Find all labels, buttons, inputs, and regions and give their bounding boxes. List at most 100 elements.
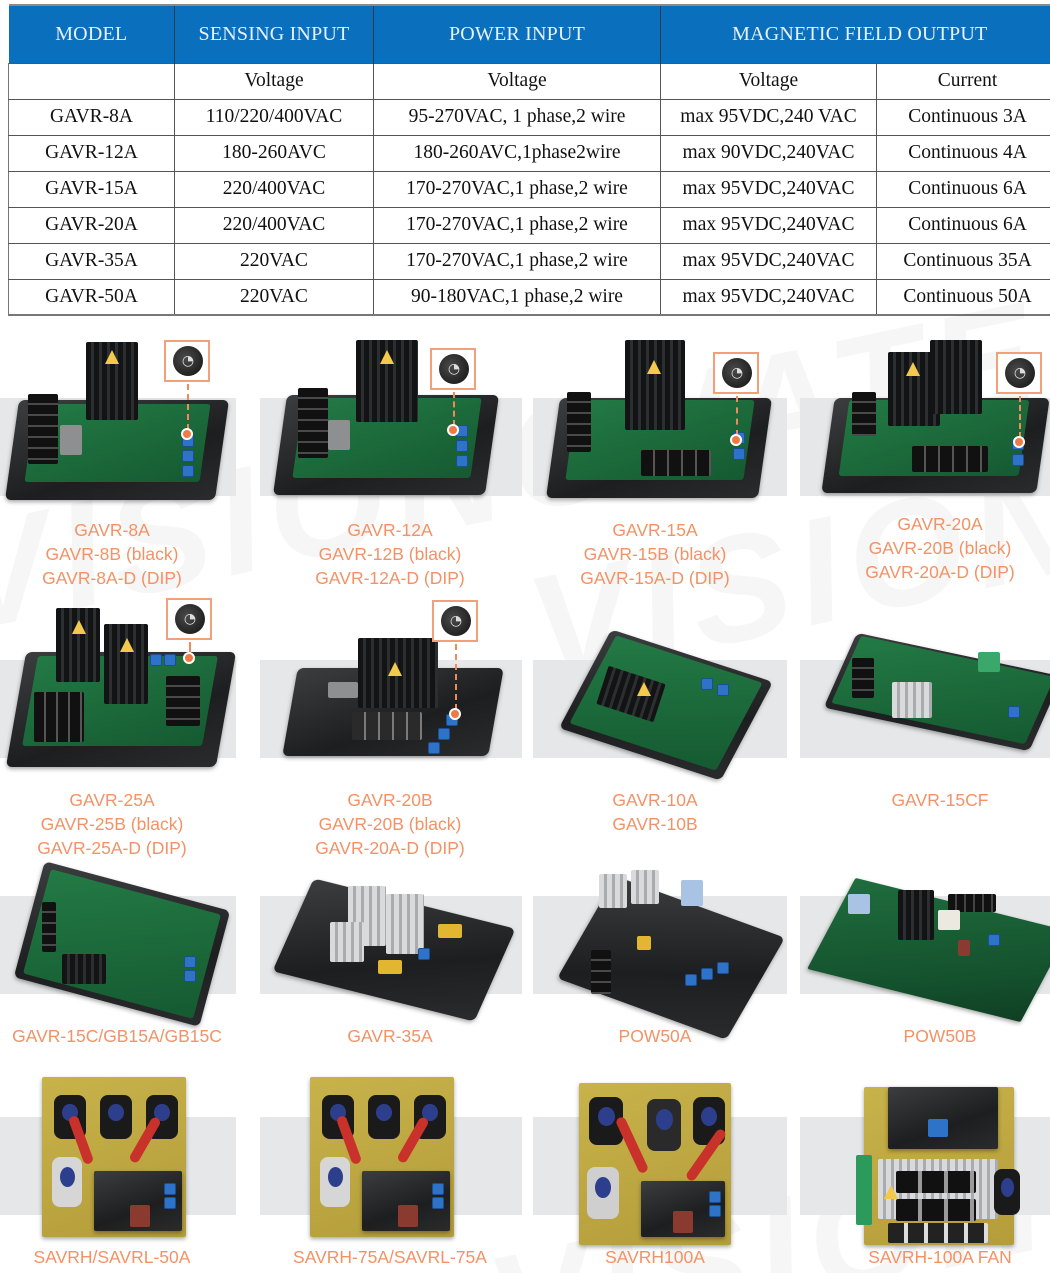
model-name: GAVR-15C/GB15A/GB15C (12, 1026, 222, 1046)
heatsink (599, 874, 627, 908)
model-variant: GAVR-25B (black) (40, 814, 184, 834)
rectifier (647, 1099, 681, 1151)
product-photo (541, 340, 773, 505)
potentiometer (733, 448, 745, 460)
cell-sensing-voltage: 220/400VAC (174, 170, 374, 208)
cell-power-voltage: 170-270VAC,1 phase,2 wire (373, 206, 661, 244)
cooling-fan (994, 1169, 1020, 1215)
transformer (928, 1119, 948, 1137)
terminal-block (166, 676, 200, 726)
potentiometer (709, 1191, 721, 1203)
product-label: GAVR-12A GAVR-12B (black) GAVR-12A-D (DI… (270, 518, 510, 590)
heatsink (930, 340, 982, 414)
cell-model: GAVR-8A (8, 98, 175, 136)
cell-sensing-voltage: 220VAC (174, 278, 374, 316)
terminal-strip (888, 1223, 988, 1243)
cell-sensing-voltage: 180-260AVC (174, 134, 374, 172)
heatsink (898, 890, 934, 940)
product-photo (541, 602, 774, 781)
cell-output-current: Continuous 3A (875, 98, 1050, 136)
capacitor (60, 425, 82, 455)
callout-line (453, 392, 455, 426)
subheader-sensing-voltage: Voltage (174, 62, 374, 100)
product-label: SAVRH-100A FAN (820, 1245, 1050, 1269)
heatsink (386, 894, 424, 954)
resistor (856, 1155, 872, 1225)
model-variant: GAVR-12B (black) (318, 544, 462, 564)
product-photo (541, 870, 786, 1040)
terminal-block (852, 658, 874, 698)
cell-output-current: Continuous 50A (875, 278, 1050, 316)
terminal-block (896, 1199, 976, 1221)
cell-output-voltage: max 95VDC,240VAC (660, 170, 877, 208)
table-row: GAVR-8A 110/220/400VAC 95-270VAC, 1 phas… (8, 98, 1050, 136)
terminal-block (948, 894, 996, 912)
cell-model: GAVR-35A (8, 242, 175, 280)
product-label: GAVR-15A GAVR-15B (black) GAVR-15A-D (DI… (535, 518, 775, 590)
model-variant: GAVR-8B (black) (45, 544, 179, 564)
cell-output-current: Continuous 6A (875, 206, 1050, 244)
potentiometer (685, 974, 697, 986)
relay (681, 880, 703, 906)
terminal-block (591, 950, 611, 994)
product-card: GAVR-10A GAVR-10B (533, 592, 795, 847)
potentiometer (428, 742, 440, 754)
cell-power-voltage: 90-180VAC,1 phase,2 wire (373, 278, 661, 316)
potentiometer (432, 1183, 444, 1195)
product-label: SAVRH/SAVRL-50A (0, 1245, 232, 1269)
model-name: GAVR-15A (612, 520, 698, 540)
adjust-knob-callout: ◔ (713, 352, 759, 394)
product-label: GAVR-15CF (820, 788, 1050, 812)
cell-power-voltage: 180-260AVC,1phase2wire (373, 134, 661, 172)
knob-icon: ◔ (722, 358, 752, 388)
potentiometer (701, 968, 713, 980)
model-variant: GAVR-15B (black) (583, 544, 727, 564)
cell-model: GAVR-50A (8, 278, 175, 316)
product-card: ◔ GAVR-15A GAVR-15B (black) GAVR-15A-D (… (533, 330, 795, 588)
knob-icon: ◔ (173, 346, 203, 376)
callout-dot (1013, 436, 1025, 448)
potentiometer (182, 450, 194, 462)
model-name: GAVR-25A (69, 790, 155, 810)
product-label: GAVR-25A GAVR-25B (black) GAVR-25A-D (DI… (0, 788, 232, 860)
capacitor (673, 1211, 693, 1233)
product-card: POW50B (800, 860, 1050, 1115)
product-label: GAVR-20B GAVR-20B (black) GAVR-20A-D (DI… (270, 788, 510, 860)
potentiometer (1008, 706, 1020, 718)
terminal-block (42, 902, 56, 952)
product-card: ◔ GAVR-8A GAVR-8B (black) GAVR-8A-D (DIP… (0, 330, 254, 588)
callout-dot (447, 424, 459, 436)
model-name: SAVRH-75A/SAVRL-75A (293, 1247, 487, 1267)
potentiometer (456, 455, 468, 467)
knob-icon: ◔ (175, 604, 205, 634)
capacitor (378, 960, 402, 974)
heatsink (892, 682, 932, 718)
product-card: GAVR-15C/GB15A/GB15C (0, 860, 254, 1115)
table-header-row: MODEL SENSING INPUT POWER INPUT MAGNETIC… (8, 4, 1050, 63)
model-name: SAVRH100A (605, 1247, 705, 1267)
header-magnetic-field-output: MAGNETIC FIELD OUTPUT (660, 4, 1050, 63)
rectifier (52, 1157, 82, 1207)
adjust-knob-callout: ◔ (166, 598, 212, 640)
terminal-block (852, 392, 876, 436)
callout-line (189, 642, 191, 654)
product-label: SAVRH-75A/SAVRL-75A (270, 1245, 510, 1269)
subheader-power-voltage: Voltage (373, 62, 661, 100)
potentiometer (1012, 454, 1024, 466)
heatsink (104, 624, 148, 704)
model-name: POW50B (903, 1026, 977, 1046)
table-row: GAVR-15A 220/400VAC 170-270VAC,1 phase,2… (8, 170, 1050, 208)
model-variant: GAVR-12A-D (DIP) (315, 568, 465, 588)
potentiometer (182, 465, 194, 477)
product-photo (0, 1075, 220, 1240)
potentiometer (438, 728, 450, 740)
model-name: GAVR-20A (897, 514, 983, 534)
cell-model: GAVR-20A (8, 206, 175, 244)
cell-sensing-voltage: 220VAC (174, 242, 374, 280)
product-card: ◔ GAVR-20A GAVR-20B (black) GAVR-20A-D (… (800, 330, 1050, 585)
product-label: GAVR-20A GAVR-20B (black) GAVR-20A-D (DI… (820, 512, 1050, 584)
model-variant: GAVR-25A-D (DIP) (37, 838, 187, 858)
model-variant: GAVR-20A-D (DIP) (865, 562, 1015, 582)
subheader-output-current: Current (875, 62, 1050, 100)
capacitor (637, 936, 651, 950)
